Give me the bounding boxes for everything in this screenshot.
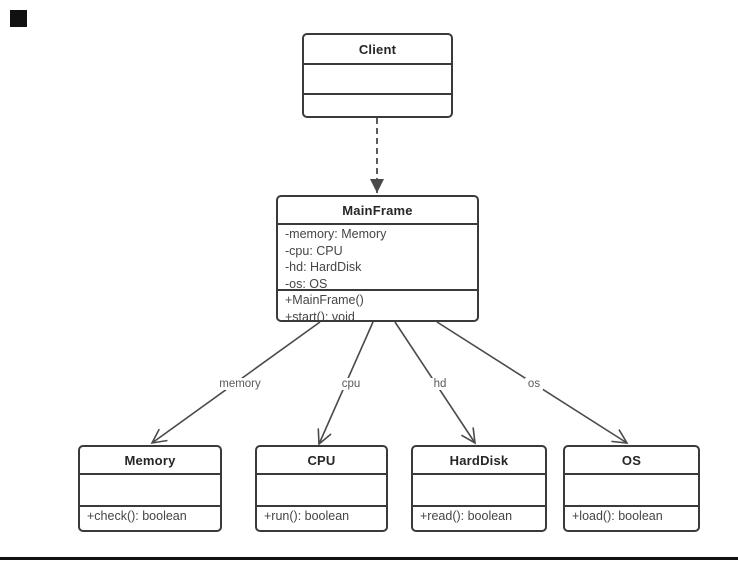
class-method: +read(): boolean	[420, 509, 513, 523]
methods-compartment	[304, 95, 451, 116]
methods-compartment: +MainFrame() +start(): void	[278, 291, 477, 322]
corner-mark	[10, 10, 27, 27]
class-title: Client	[304, 35, 451, 65]
edge-label-cpu: cpu	[338, 378, 364, 390]
edge-label-hd: hd	[430, 378, 450, 390]
class-attribute: -hd: HardDisk	[285, 260, 362, 274]
attributes-compartment	[80, 475, 220, 507]
class-attribute: -cpu: CPU	[285, 243, 343, 258]
class-attribute: -memory: Memory	[285, 227, 387, 241]
class-title: Memory	[80, 447, 220, 475]
class-box-os: OS +load(): boolean	[563, 445, 700, 532]
methods-compartment: +read(): boolean	[413, 507, 545, 530]
methods-compartment: +check(): boolean	[80, 507, 220, 530]
class-title: OS	[565, 447, 698, 475]
class-box-mainframe: MainFrame -memory: Memory -cpu: CPU -hd: Ha…	[276, 195, 479, 322]
class-title: CPU	[257, 447, 386, 475]
class-box-harddisk: HardDisk +read(): boolean	[411, 445, 547, 532]
class-method: +start(): void	[285, 309, 355, 322]
class-method: +check(): boolean	[87, 509, 187, 523]
edge-label-os: os	[524, 378, 544, 390]
class-title: HardDisk	[413, 447, 545, 475]
class-box-memory: Memory +check(): boolean	[78, 445, 222, 532]
class-method: +run(): boolean	[264, 509, 350, 523]
class-attribute: -os: OS	[285, 276, 328, 291]
edge-label-memory: memory	[216, 378, 264, 390]
attributes-compartment	[257, 475, 386, 507]
class-method: +load(): boolean	[572, 509, 663, 523]
attributes-compartment: -memory: Memory -cpu: CPU -hd: HardDisk -os…	[278, 225, 477, 291]
class-box-cpu: CPU +run(): boolean	[255, 445, 388, 532]
attributes-compartment	[413, 475, 545, 507]
attributes-compartment	[304, 65, 451, 95]
class-box-client: Client	[302, 33, 453, 118]
bottom-rule	[0, 557, 738, 560]
class-method: +MainFrame()	[285, 293, 364, 307]
methods-compartment: +load(): boolean	[565, 507, 698, 530]
methods-compartment: +run(): boolean	[257, 507, 386, 530]
attributes-compartment	[565, 475, 698, 507]
class-title: MainFrame	[278, 197, 477, 225]
